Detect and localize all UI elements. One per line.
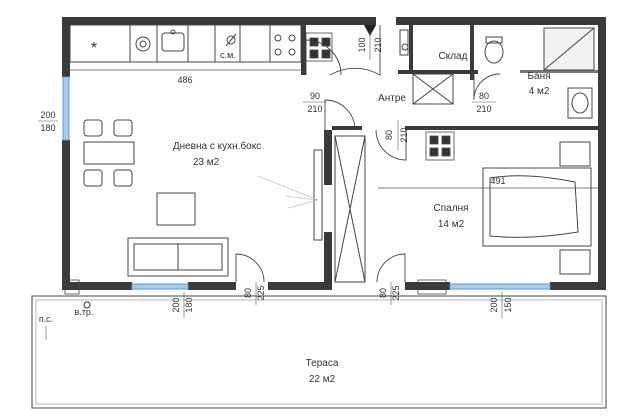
sofa — [127, 237, 229, 277]
dim-window-bedroom-h: 150 — [503, 297, 513, 312]
room-bedroom-area: 14 м2 — [438, 219, 465, 230]
dim-door-terrace-living-h: 225 — [256, 285, 266, 300]
dim-door-living-w: 90 — [310, 91, 320, 101]
dim-window-west-h: 180 — [40, 123, 55, 133]
hob-burner-icon — [135, 36, 151, 52]
dim-door-terrace-bedroom-h: 225 — [391, 285, 401, 300]
wall-details — [64, 32, 455, 295]
room-bedroom-name: Спалня — [434, 203, 469, 214]
dim-door-bedroom-w: 80 — [384, 130, 394, 140]
room-terrace-area: 22 м2 — [309, 374, 336, 385]
dim-door-bedroom-h: 210 — [399, 127, 409, 142]
room-bathroom-area: 4 м2 — [529, 86, 550, 97]
fridge-icon: * — [91, 40, 97, 57]
window-bedroom-south — [449, 283, 551, 290]
water-tap-icon — [83, 301, 91, 309]
room-bathroom-name: Баня — [527, 71, 550, 82]
dim-window-bedroom-w: 200 — [489, 297, 499, 312]
storage-fixtures — [399, 29, 454, 105]
walls — [62, 17, 606, 290]
wardrobe — [334, 135, 366, 283]
dim-kitchen-length: 486 — [177, 75, 192, 85]
washing-machine-label: с.м. — [220, 50, 236, 60]
sink-icon — [161, 32, 185, 52]
room-terrace-name: Тераса — [306, 358, 339, 369]
tv-unit — [313, 149, 323, 241]
dim-door-bath-w: 80 — [479, 91, 489, 101]
doors — [235, 25, 501, 283]
room-living-area: 23 м2 — [193, 157, 220, 168]
water-tap-label: в.тр. — [75, 307, 94, 317]
dim-door-bath-h: 210 — [476, 104, 491, 114]
terrace — [31, 295, 607, 409]
washing-machine-icon — [226, 35, 236, 45]
windows — [62, 76, 551, 290]
bed — [482, 141, 592, 275]
dim-window-living-w: 200 — [171, 297, 181, 312]
room-living-name: Дневна с кухн.бокс — [173, 140, 261, 152]
dim-door-entrance-w: 100 — [357, 37, 367, 52]
dim-window-west-w: 200 — [40, 110, 55, 120]
dim-window-living-h: 180 — [184, 297, 194, 312]
floor-drain-label: п.с. — [39, 314, 53, 324]
dining-set — [83, 119, 135, 187]
window-west — [62, 76, 70, 141]
dim-door-terrace-living-w: 80 — [243, 288, 253, 298]
dim-door-entrance-h: 210 — [373, 37, 383, 52]
kitchen-counter — [69, 24, 302, 63]
dim-bedroom-length: 491 — [490, 176, 505, 186]
bathroom-fixtures — [484, 27, 595, 119]
washbasin-icon — [567, 87, 593, 119]
dim-door-terrace-bedroom-w: 80 — [378, 288, 388, 298]
room-hall-name: Антре — [378, 93, 406, 104]
toilet-icon — [484, 40, 504, 64]
coffee-table — [156, 192, 196, 226]
window-living-south — [131, 283, 189, 290]
dim-door-living-h: 210 — [307, 104, 322, 114]
room-storage-name: Склад — [439, 51, 468, 62]
